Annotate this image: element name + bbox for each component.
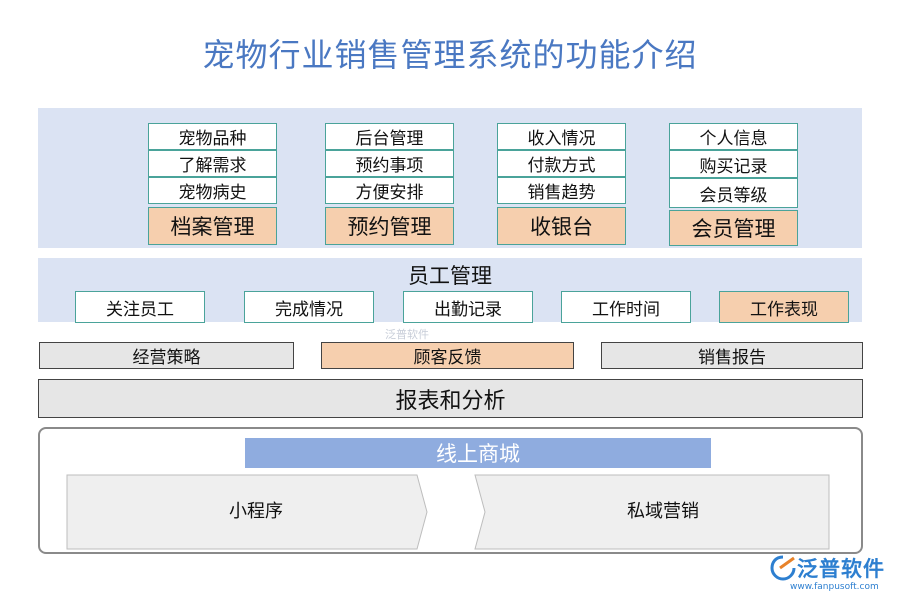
page-title: 宠物行业销售管理系统的功能介绍 bbox=[202, 36, 698, 74]
reports-bar: 报表和分析 bbox=[38, 379, 863, 418]
employee-item-1: 关注员工 bbox=[75, 291, 205, 323]
module-4-item-3: 会员等级 bbox=[669, 178, 798, 208]
watermark: 泛普软件 bbox=[385, 328, 429, 341]
module-4-item-2: 购买记录 bbox=[669, 150, 798, 178]
mini-program-chevron bbox=[66, 474, 428, 550]
module-3-item-1: 收入情况 bbox=[497, 123, 626, 150]
module-3-item-3: 销售趋势 bbox=[497, 177, 626, 204]
employee-item-4: 工作时间 bbox=[561, 291, 691, 323]
private-marketing-label: 私域营销 bbox=[627, 501, 699, 522]
module-2-item-2: 预约事项 bbox=[325, 150, 454, 177]
module-1-item-3: 宠物病史 bbox=[148, 177, 277, 204]
logo-name: 泛普软件 bbox=[797, 557, 885, 581]
module-3-item-2: 付款方式 bbox=[497, 150, 626, 177]
fanpu-logo-icon bbox=[770, 555, 796, 581]
employee-item-5: 工作表现 bbox=[719, 291, 849, 323]
sales-report-bar: 销售报告 bbox=[601, 342, 863, 369]
module-4-item-1: 个人信息 bbox=[669, 123, 798, 150]
module-4-head: 会员管理 bbox=[669, 210, 798, 246]
mall-title: 线上商城 bbox=[245, 438, 711, 468]
module-1-item-1: 宠物品种 bbox=[148, 123, 277, 150]
mini-program-label: 小程序 bbox=[229, 501, 283, 522]
module-1-head: 档案管理 bbox=[148, 207, 277, 245]
module-1-item-2: 了解需求 bbox=[148, 150, 277, 177]
module-3-head: 收银台 bbox=[497, 207, 626, 245]
feedback-bar: 顾客反馈 bbox=[321, 342, 574, 369]
module-2-item-1: 后台管理 bbox=[325, 123, 454, 150]
logo-url: www.fanpusoft.com bbox=[790, 582, 879, 592]
module-2-head: 预约管理 bbox=[325, 207, 454, 245]
module-2-item-3: 方便安排 bbox=[325, 177, 454, 204]
employee-title: 员工管理 bbox=[408, 264, 492, 288]
private-marketing-chevron bbox=[474, 474, 830, 550]
employee-item-3: 出勤记录 bbox=[403, 291, 533, 323]
employee-item-2: 完成情况 bbox=[244, 291, 374, 323]
strategy-bar: 经营策略 bbox=[39, 342, 294, 369]
